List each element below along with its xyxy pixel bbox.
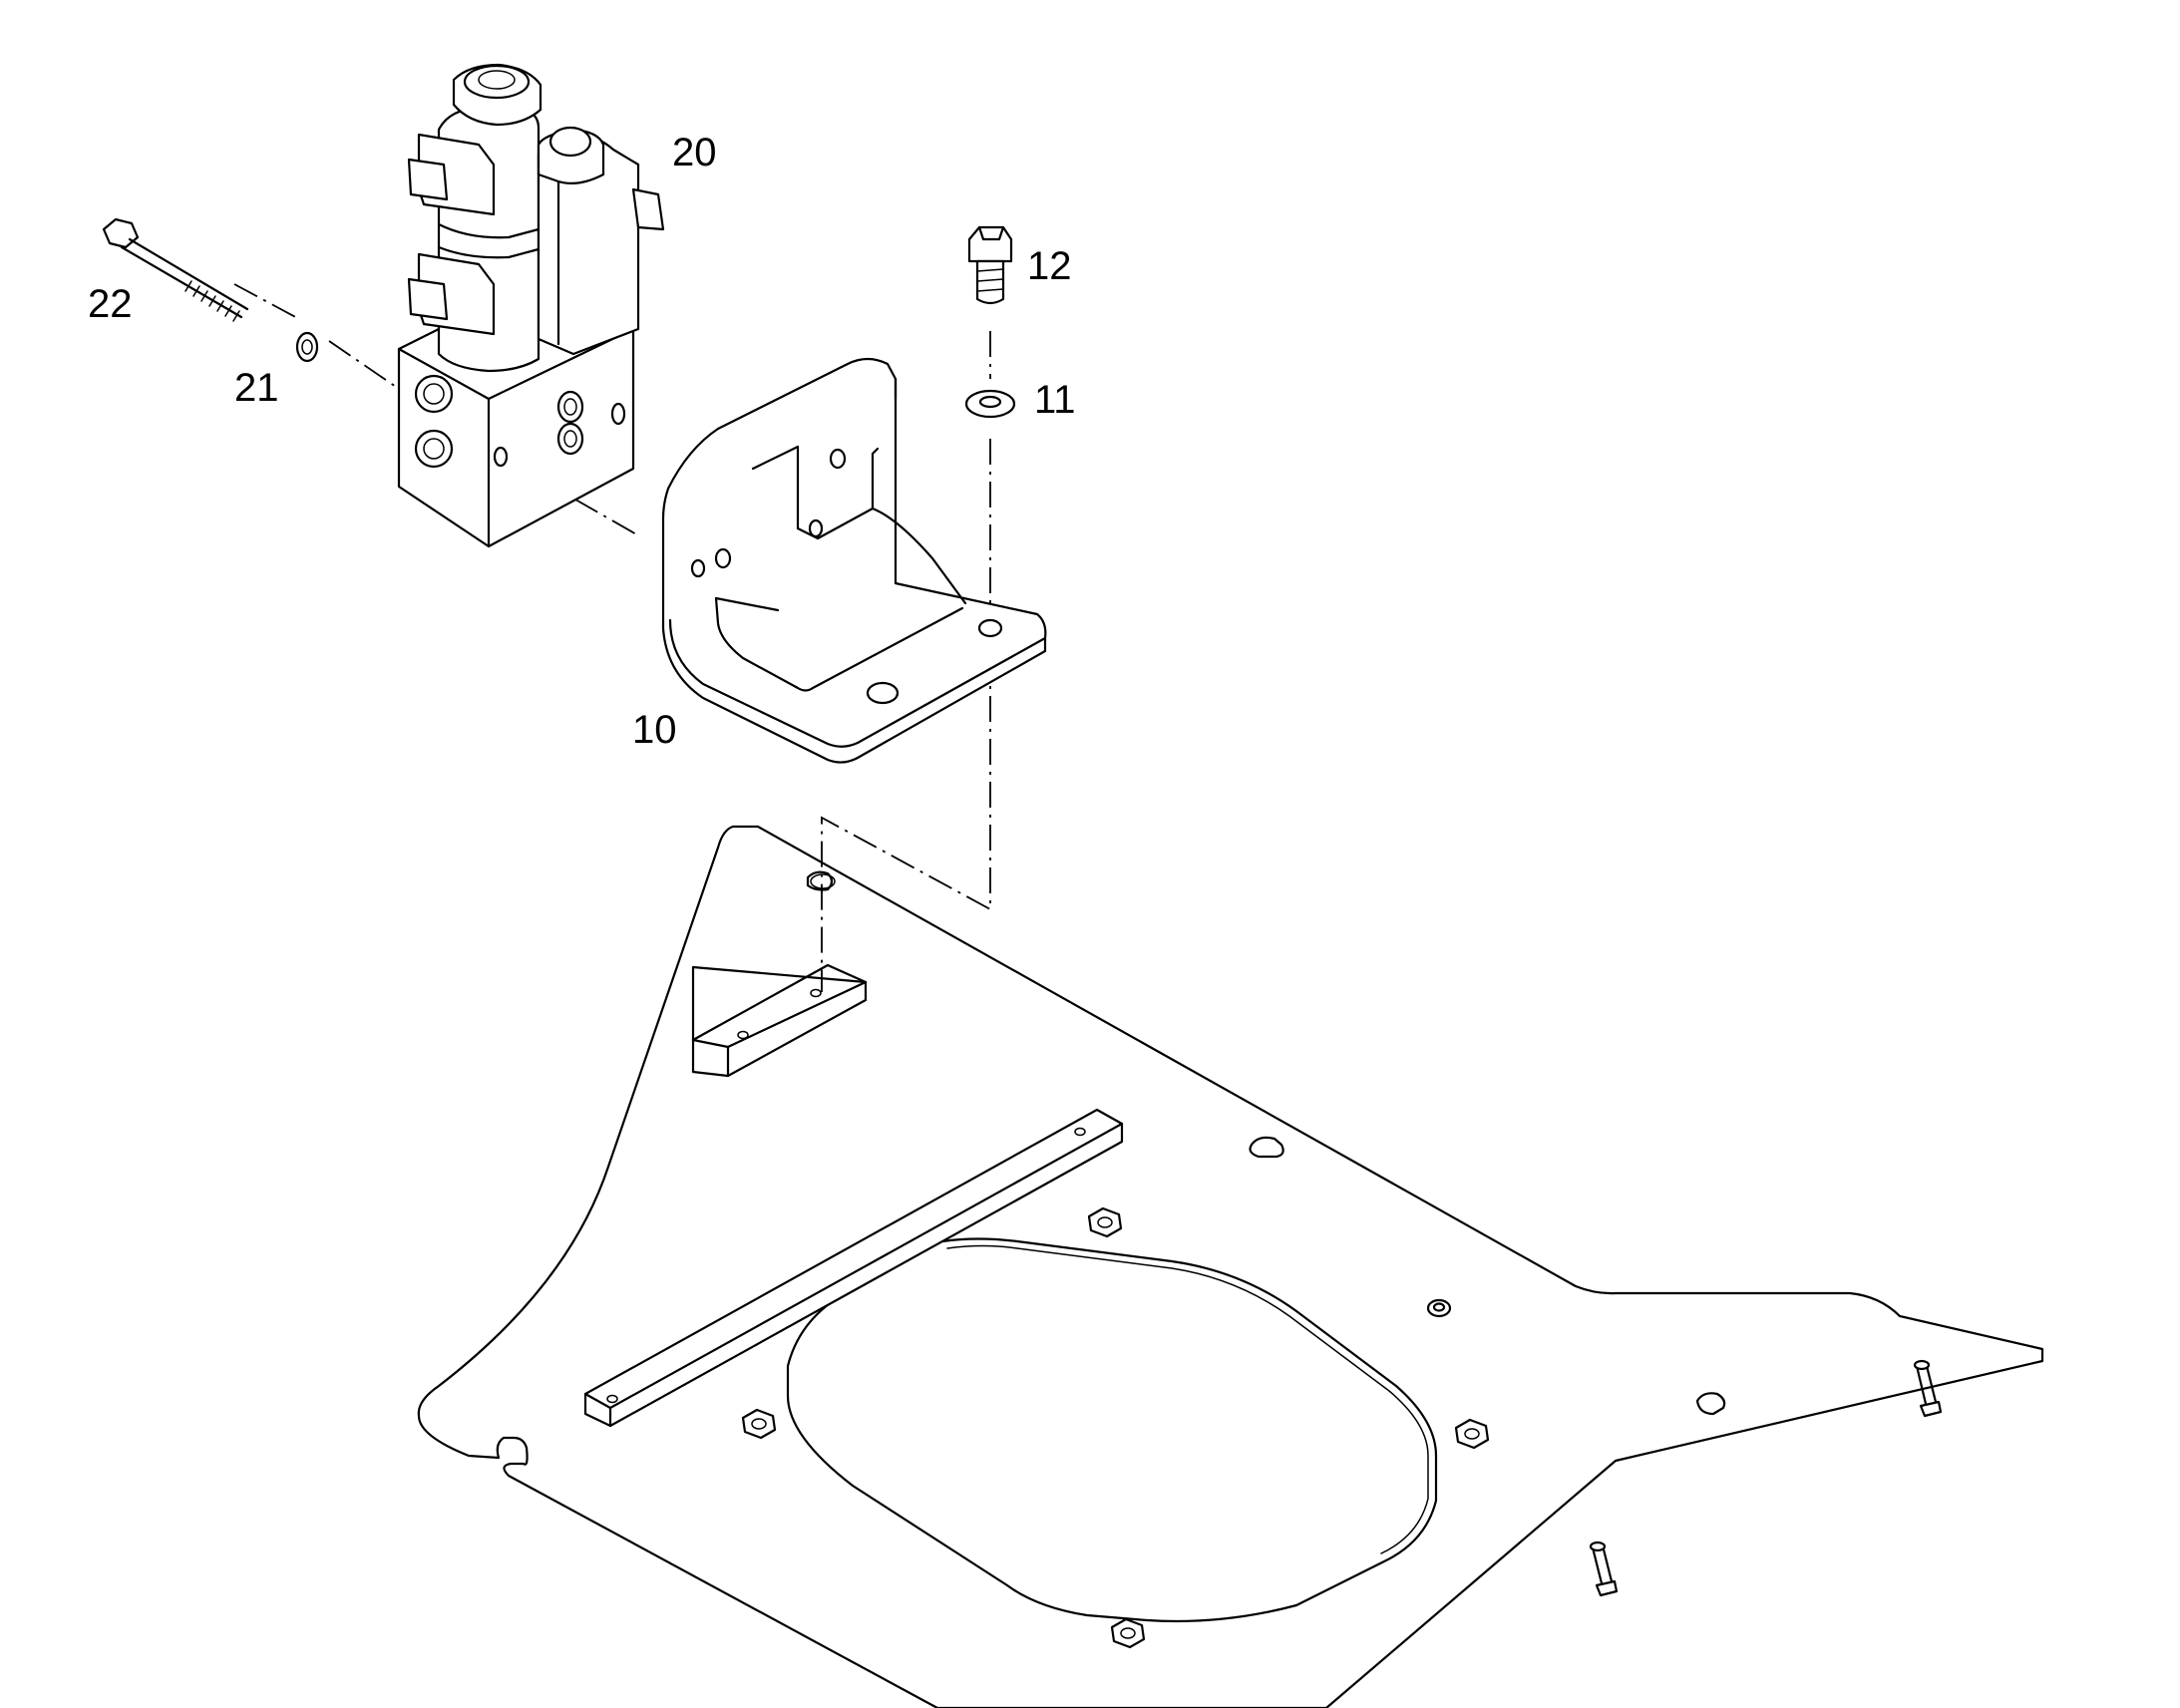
- callout-21: 21: [234, 366, 279, 410]
- callout-12: 12: [1027, 244, 1072, 288]
- callout-10: 10: [632, 708, 677, 752]
- base-plate: [417, 825, 2044, 1708]
- valve-assembly: [397, 63, 665, 548]
- nut-icon: [1110, 1617, 1146, 1649]
- stud-icon: [1589, 1540, 1619, 1597]
- washer-small: [295, 331, 319, 363]
- nut-icon: [1454, 1418, 1490, 1450]
- callout-20: 20: [672, 131, 717, 174]
- bolt-long: [102, 217, 249, 322]
- callout-11: 11: [1034, 378, 1076, 422]
- hex-bolt: [967, 225, 1013, 305]
- stud-icon: [1913, 1359, 1943, 1418]
- nut-icon: [741, 1408, 777, 1440]
- mounting-bracket: [661, 357, 1047, 764]
- nut-icon: [1087, 1206, 1123, 1238]
- callout-22: 22: [88, 282, 133, 326]
- washer: [964, 389, 1016, 419]
